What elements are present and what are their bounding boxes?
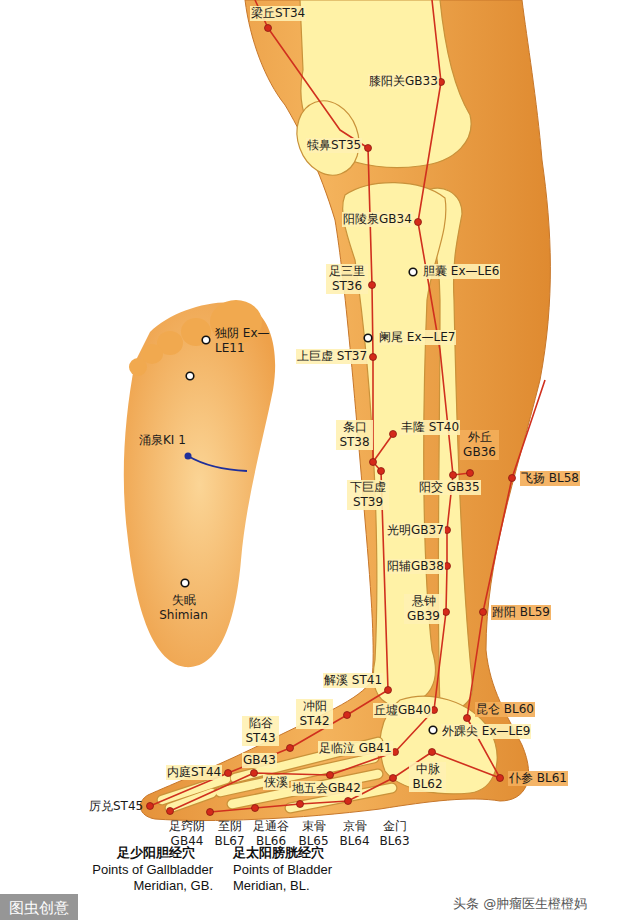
acupoint-label: 足三里 ST36 bbox=[326, 264, 368, 294]
acupoint-dot bbox=[467, 470, 474, 477]
acupoint-label: 光明GB37 bbox=[386, 523, 445, 538]
acupoint-label: 飞扬 BL58 bbox=[520, 471, 580, 486]
acupoint-dot bbox=[327, 772, 334, 779]
acupoint-label: 陷谷 ST43 bbox=[242, 716, 279, 746]
extra-point-circle bbox=[364, 334, 372, 342]
watermark: 图虫创意 bbox=[0, 894, 78, 920]
toe bbox=[129, 358, 147, 376]
acupoint-dot bbox=[344, 712, 351, 719]
acupoint-label: 涌泉KI 1 bbox=[138, 433, 187, 448]
acupoint-dot bbox=[390, 431, 397, 438]
extra-point-circle bbox=[186, 372, 194, 380]
acupoint-dot bbox=[480, 609, 487, 616]
acupoint-label: 膝阳关GB33 bbox=[368, 74, 439, 89]
acupoint-dot bbox=[167, 808, 174, 815]
acupoint-label: 条口 ST38 bbox=[336, 420, 373, 450]
acupoint-dot bbox=[378, 468, 385, 475]
kidney-meridian-line bbox=[188, 456, 247, 471]
acupoint-dot bbox=[345, 798, 352, 805]
acupoint-label: 侠溪 bbox=[263, 775, 289, 790]
legend-caption: 足少阳胆经穴 bbox=[116, 845, 196, 861]
acupoint-dot bbox=[265, 25, 272, 32]
stomach-branch-line bbox=[373, 434, 393, 462]
acupoint-label: 昆仑 BL60 bbox=[475, 702, 535, 717]
acupoint-dot bbox=[147, 803, 154, 810]
acupoint-label: 足通谷 BL66 bbox=[250, 819, 292, 849]
acupoint-dot bbox=[497, 775, 504, 782]
legend-caption: Points of Gallbladder Meridian, GB. bbox=[58, 862, 214, 894]
acupoint-label: 下巨虚 ST39 bbox=[347, 480, 389, 510]
acupoint-dot bbox=[509, 475, 516, 482]
acupoint-label: 外踝尖 Ex—LE9 bbox=[441, 724, 531, 739]
acupoint-dot bbox=[415, 219, 422, 226]
acupoint-dot bbox=[185, 453, 192, 460]
acupoint-dot bbox=[443, 609, 450, 616]
extra-point-circle bbox=[429, 726, 437, 734]
acupoint-label: 梁丘ST34 bbox=[250, 6, 306, 21]
acupoint-dot bbox=[252, 805, 259, 812]
acupoint-dot bbox=[251, 770, 258, 777]
acupoint-label: 冲阳 ST42 bbox=[296, 699, 333, 729]
acupoint-dot bbox=[207, 809, 214, 816]
acupoint-label: 胆囊 Ex—LE6 bbox=[422, 264, 500, 279]
acupoint-label: 束骨 BL65 bbox=[295, 819, 332, 849]
acupoint-label: 阳交 GB35 bbox=[418, 480, 481, 495]
acupoint-dot bbox=[225, 770, 232, 777]
acupoint-label: 足窍阴 GB44 bbox=[166, 819, 208, 849]
acupoint-label: 金门 BL63 bbox=[376, 819, 413, 849]
acupoint-dot bbox=[385, 687, 392, 694]
acupoint-dot bbox=[370, 354, 377, 361]
acupoint-dot bbox=[297, 801, 304, 808]
acupoint-dot bbox=[369, 282, 376, 289]
extra-point-circle bbox=[409, 268, 417, 276]
extra-point-circle bbox=[181, 579, 189, 587]
patella-bone bbox=[287, 92, 369, 184]
acupoint-label: 足临泣 GB41 bbox=[318, 741, 393, 756]
acupoint-label: 独阴 Ex—LE11 bbox=[214, 326, 277, 356]
acupoint-dot bbox=[365, 145, 372, 152]
legend-caption: 足太阳膀胱经穴 bbox=[232, 845, 325, 861]
acupoint-label: 犊鼻ST35 bbox=[306, 138, 362, 153]
acupoint-label: 跗阳 BL59 bbox=[491, 605, 551, 620]
legend-caption: Points of Bladder Meridian, BL. bbox=[232, 862, 366, 894]
watermark: 头条 @肿瘤医生橙橙妈 bbox=[452, 896, 588, 911]
acupoint-label: 京骨 BL64 bbox=[336, 819, 373, 849]
acupoint-dot bbox=[287, 745, 294, 752]
foot-sole bbox=[124, 300, 275, 667]
acupoint-dot bbox=[450, 472, 457, 479]
acupoint-label: 上巨虚 ST37 bbox=[296, 349, 368, 364]
acupoint-dot bbox=[390, 775, 397, 782]
acupoint-label: 阳辅GB38 bbox=[386, 559, 445, 574]
acupoint-label: 厉兑ST45 bbox=[88, 799, 144, 814]
acupoint-label: 外丘 GB36 bbox=[460, 430, 499, 460]
toe bbox=[181, 318, 211, 346]
acupoint-dot bbox=[370, 459, 377, 466]
acupoint-label: 失眠 Shimian bbox=[156, 593, 211, 623]
acupoint-label: 中脉 BL62 bbox=[409, 762, 446, 792]
sole-outline bbox=[124, 302, 275, 667]
acupoint-label: 至阴 BL67 bbox=[211, 819, 248, 849]
metatarsal-bones bbox=[162, 742, 392, 808]
acupoint-label: 阑尾 Ex—LE7 bbox=[378, 330, 456, 345]
acupoint-label: 内庭ST44 bbox=[166, 765, 222, 780]
acupoint-label: 悬钟 GB39 bbox=[404, 594, 443, 624]
acupoint-dot bbox=[464, 715, 471, 722]
acupoint-label: 阳陵泉GB34 bbox=[342, 212, 413, 227]
extra-point-circle bbox=[202, 336, 210, 344]
acupoint-label: GB43 bbox=[242, 753, 277, 768]
femur-bone bbox=[300, 0, 471, 168]
acupoint-dot bbox=[429, 749, 436, 756]
acupoint-label: 丘墟GB40 bbox=[373, 703, 432, 718]
acupoint-label: 丰隆 ST40 bbox=[400, 420, 460, 435]
acupoint-label: 仆参 BL61 bbox=[508, 771, 568, 786]
acupoint-label: 地五会GB42 bbox=[291, 781, 362, 796]
acupoint-label: 解溪 ST41 bbox=[323, 673, 383, 688]
